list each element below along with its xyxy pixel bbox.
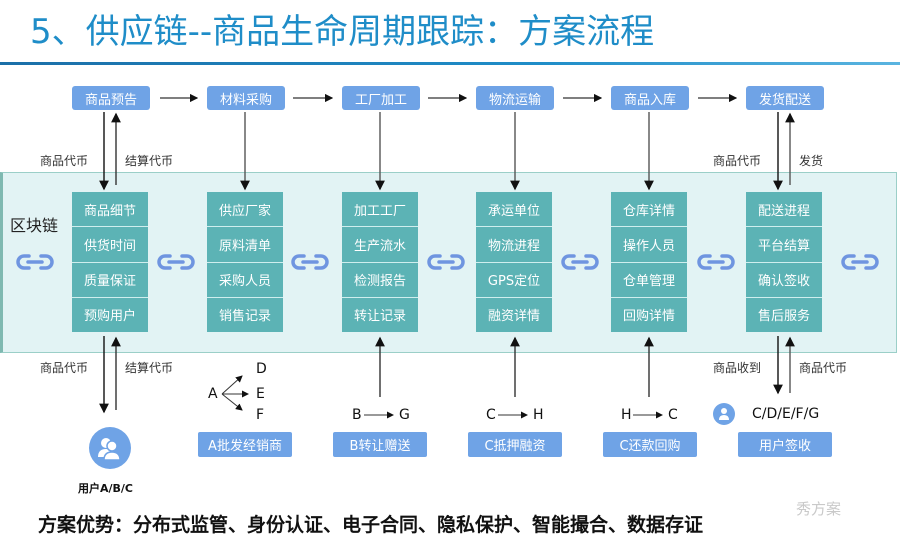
block-cell[interactable]: 转让记录 [353,309,406,325]
chain-link-icon [697,254,735,270]
block-cell[interactable]: 物流进程 [476,227,552,263]
block-cell[interactable]: 确认签收 [746,263,822,298]
block-delivery: 配送进程 平台结算 确认签收 售后服务 [746,192,822,332]
letter-g: G [399,407,410,423]
action-user-signoff[interactable]: 用户签收 [738,432,832,457]
block-cell[interactable]: 商品细节 [72,192,148,228]
block-cell[interactable]: 承运单位 [476,192,552,228]
letter-c: C [486,407,496,423]
block-cell[interactable]: 检测报告 [342,263,418,298]
block-cell[interactable]: 质量保证 [72,263,148,298]
block-cell[interactable]: 加工工厂 [342,192,418,228]
block-cell[interactable]: 平台结算 [746,227,822,263]
users-icon [89,427,131,469]
action-wholesale[interactable]: A批发经销商 [198,432,292,457]
block-factory: 加工工厂 生产流水 检测报告 转让记录 [342,192,418,332]
page-title: 5、供应链--商品生命周期跟踪：方案流程 [30,12,655,52]
chain-link-icon [427,254,465,270]
block-cell[interactable]: 仓库详情 [611,192,687,228]
block-warehouse: 仓库详情 操作人员 仓单管理 回购详情 [611,192,687,332]
stage-logistics[interactable]: 物流运输 [476,86,554,110]
label-product-token: 商品代币 [40,361,89,375]
stage-factory-processing[interactable]: 工厂加工 [342,86,420,110]
stage-material-purchase[interactable]: 材料采购 [207,86,285,110]
block-cell[interactable]: 采购人员 [207,263,283,298]
blockchain-label: 区块链 [10,216,59,235]
block-cell[interactable]: GPS定位 [476,263,552,298]
block-cell[interactable]: 预购用户 [83,309,136,325]
block-cell[interactable]: 生产流水 [342,227,418,263]
block-logistics: 承运单位 物流进程 GPS定位 融资详情 [476,192,552,332]
block-cell[interactable]: 仓单管理 [611,263,687,298]
letter-h: H [533,407,544,423]
block-cell[interactable]: 供货时间 [72,227,148,263]
block-cell[interactable]: 回购详情 [622,309,675,325]
action-repay-buyback[interactable]: C还款回购 [603,432,697,457]
stage-shipping[interactable]: 发货配送 [746,86,824,110]
label-settlement-token: 结算代币 [125,154,174,168]
title-divider [0,62,900,65]
label-product-token: 商品代币 [40,154,89,168]
action-pledge-financing[interactable]: C抵押融资 [468,432,562,457]
block-cell[interactable]: 原料清单 [207,227,283,263]
chain-link-icon [841,254,879,270]
block-cell[interactable]: 供应厂家 [207,192,283,228]
chain-link-icon [157,254,195,270]
label-product-token: 商品代币 [713,154,762,168]
chain-link-icon [561,254,599,270]
stage-warehousing[interactable]: 商品入库 [611,86,689,110]
letter-e: E [256,386,265,402]
label-goods-received: 商品收到 [713,361,762,375]
block-cell[interactable]: 融资详情 [487,309,540,325]
label-product-token: 商品代币 [799,361,848,375]
users-letters: C/D/E/F/G [752,406,820,422]
block-cell[interactable]: 操作人员 [611,227,687,263]
letter-b: B [352,407,362,423]
arrow-a-d [221,375,243,395]
label-settlement-token: 结算代币 [125,361,174,375]
block-purchase: 供应厂家 原料清单 采购人员 销售记录 [207,192,283,332]
arrow-a-f [221,393,243,411]
stage-product-preview[interactable]: 商品预告 [72,86,150,110]
letter-d: D [256,361,267,377]
letter-c: C [668,407,678,423]
block-cell[interactable]: 配送进程 [746,192,822,228]
block-product: 商品细节 供货时间 质量保证 预购用户 [72,192,148,332]
solution-advantages: 方案优势：分布式监管、身份认证、电子合同、隐私保护、智能撮合、数据存证 [38,514,704,536]
letter-h: H [621,407,632,423]
action-transfer-gift[interactable]: B转让赠送 [333,432,427,457]
user-icon [713,403,735,425]
block-cell[interactable]: 销售记录 [218,309,271,325]
block-cell[interactable]: 售后服务 [757,309,810,325]
user-caption: 用户A/B/C [78,482,134,495]
watermark: 秀方案 [796,500,842,518]
label-shipping: 发货 [799,154,824,168]
chain-link-icon [16,254,54,270]
letter-a: A [208,386,218,402]
chain-link-icon [291,254,329,270]
letter-f: F [256,407,265,423]
